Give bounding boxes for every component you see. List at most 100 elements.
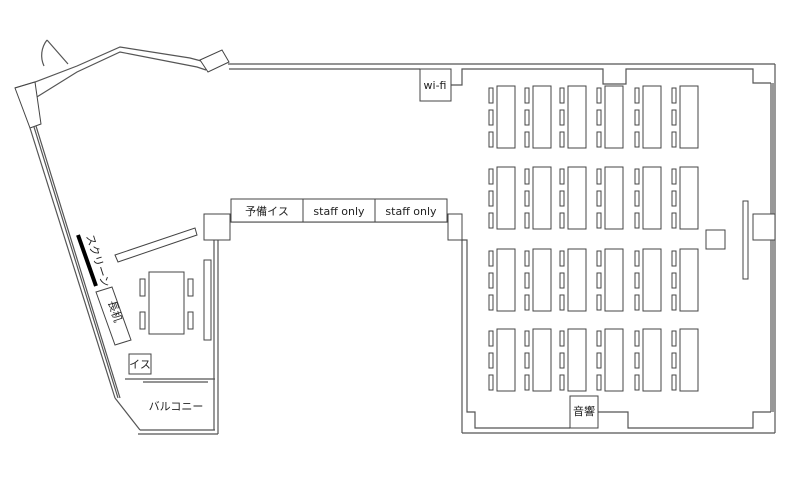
balcony-label: バルコニー bbox=[149, 400, 204, 413]
chair bbox=[671, 212, 677, 229]
chair bbox=[671, 250, 677, 267]
chair bbox=[524, 374, 530, 391]
chair bbox=[671, 352, 677, 369]
chair bbox=[488, 352, 494, 369]
chair bbox=[596, 250, 602, 267]
chair bbox=[596, 109, 602, 126]
desk bbox=[532, 85, 552, 149]
chair bbox=[559, 272, 565, 289]
chair bbox=[634, 131, 640, 148]
chair bbox=[559, 87, 565, 104]
chair bbox=[524, 190, 530, 207]
chair bbox=[596, 131, 602, 148]
chair bbox=[524, 294, 530, 311]
chair bbox=[596, 168, 602, 185]
desk bbox=[679, 85, 699, 149]
desk bbox=[532, 328, 552, 392]
desk bbox=[642, 248, 662, 312]
chair-label: イス bbox=[129, 358, 151, 371]
spare-chairs-label: 予備イス bbox=[245, 205, 289, 218]
chair bbox=[596, 352, 602, 369]
desk bbox=[567, 248, 587, 312]
chair bbox=[488, 131, 494, 148]
screen-bar bbox=[76, 234, 98, 287]
desk bbox=[567, 85, 587, 149]
chair bbox=[524, 250, 530, 267]
chair bbox=[671, 168, 677, 185]
chair bbox=[488, 272, 494, 289]
chair bbox=[488, 250, 494, 267]
desk bbox=[604, 328, 624, 392]
chair bbox=[488, 190, 494, 207]
desk bbox=[496, 328, 516, 392]
chair bbox=[596, 190, 602, 207]
desk bbox=[679, 328, 699, 392]
long-desk-label: 長机 bbox=[105, 299, 125, 324]
chair bbox=[488, 212, 494, 229]
desk bbox=[567, 328, 587, 392]
chair bbox=[559, 131, 565, 148]
chair bbox=[559, 374, 565, 391]
chair bbox=[634, 212, 640, 229]
audio-label: 音響 bbox=[573, 404, 595, 418]
long-table-diagonal bbox=[114, 227, 198, 263]
chair bbox=[634, 272, 640, 289]
chair bbox=[596, 212, 602, 229]
chair bbox=[671, 190, 677, 207]
audio-box bbox=[569, 395, 599, 429]
desk bbox=[496, 248, 516, 312]
seating-area bbox=[488, 85, 699, 392]
chair bbox=[559, 250, 565, 267]
desk bbox=[642, 166, 662, 230]
chair bbox=[596, 294, 602, 311]
desk bbox=[496, 166, 516, 230]
desk bbox=[496, 85, 516, 149]
chair bbox=[671, 87, 677, 104]
chair bbox=[524, 330, 530, 347]
chair bbox=[634, 87, 640, 104]
chair bbox=[488, 374, 494, 391]
chair bbox=[488, 168, 494, 185]
chair bbox=[524, 87, 530, 104]
long-desk bbox=[95, 286, 132, 346]
chair bbox=[559, 190, 565, 207]
chair bbox=[524, 168, 530, 185]
chair bbox=[559, 294, 565, 311]
walls bbox=[14, 39, 776, 435]
chair bbox=[596, 272, 602, 289]
desk bbox=[604, 166, 624, 230]
chair bbox=[634, 168, 640, 185]
chair bbox=[488, 294, 494, 311]
chair-box bbox=[128, 353, 152, 375]
chair bbox=[634, 294, 640, 311]
chair bbox=[671, 109, 677, 126]
chair bbox=[488, 330, 494, 347]
chair bbox=[634, 330, 640, 347]
chair bbox=[596, 330, 602, 347]
chair bbox=[524, 131, 530, 148]
meeting-table bbox=[148, 271, 185, 335]
chair bbox=[488, 87, 494, 104]
chair bbox=[634, 109, 640, 126]
chair bbox=[524, 212, 530, 229]
chair bbox=[559, 330, 565, 347]
chair bbox=[671, 272, 677, 289]
chair bbox=[671, 294, 677, 311]
chair bbox=[634, 250, 640, 267]
chair bbox=[671, 131, 677, 148]
chair bbox=[559, 352, 565, 369]
desk bbox=[604, 248, 624, 312]
staff-only-label-1: staff only bbox=[313, 205, 365, 218]
desk bbox=[679, 248, 699, 312]
desk bbox=[642, 85, 662, 149]
chair bbox=[524, 272, 530, 289]
chair bbox=[596, 374, 602, 391]
chair bbox=[596, 87, 602, 104]
chair bbox=[671, 374, 677, 391]
chair bbox=[559, 109, 565, 126]
chair bbox=[634, 374, 640, 391]
desk bbox=[642, 328, 662, 392]
chair bbox=[559, 212, 565, 229]
wifi-box bbox=[419, 68, 452, 102]
